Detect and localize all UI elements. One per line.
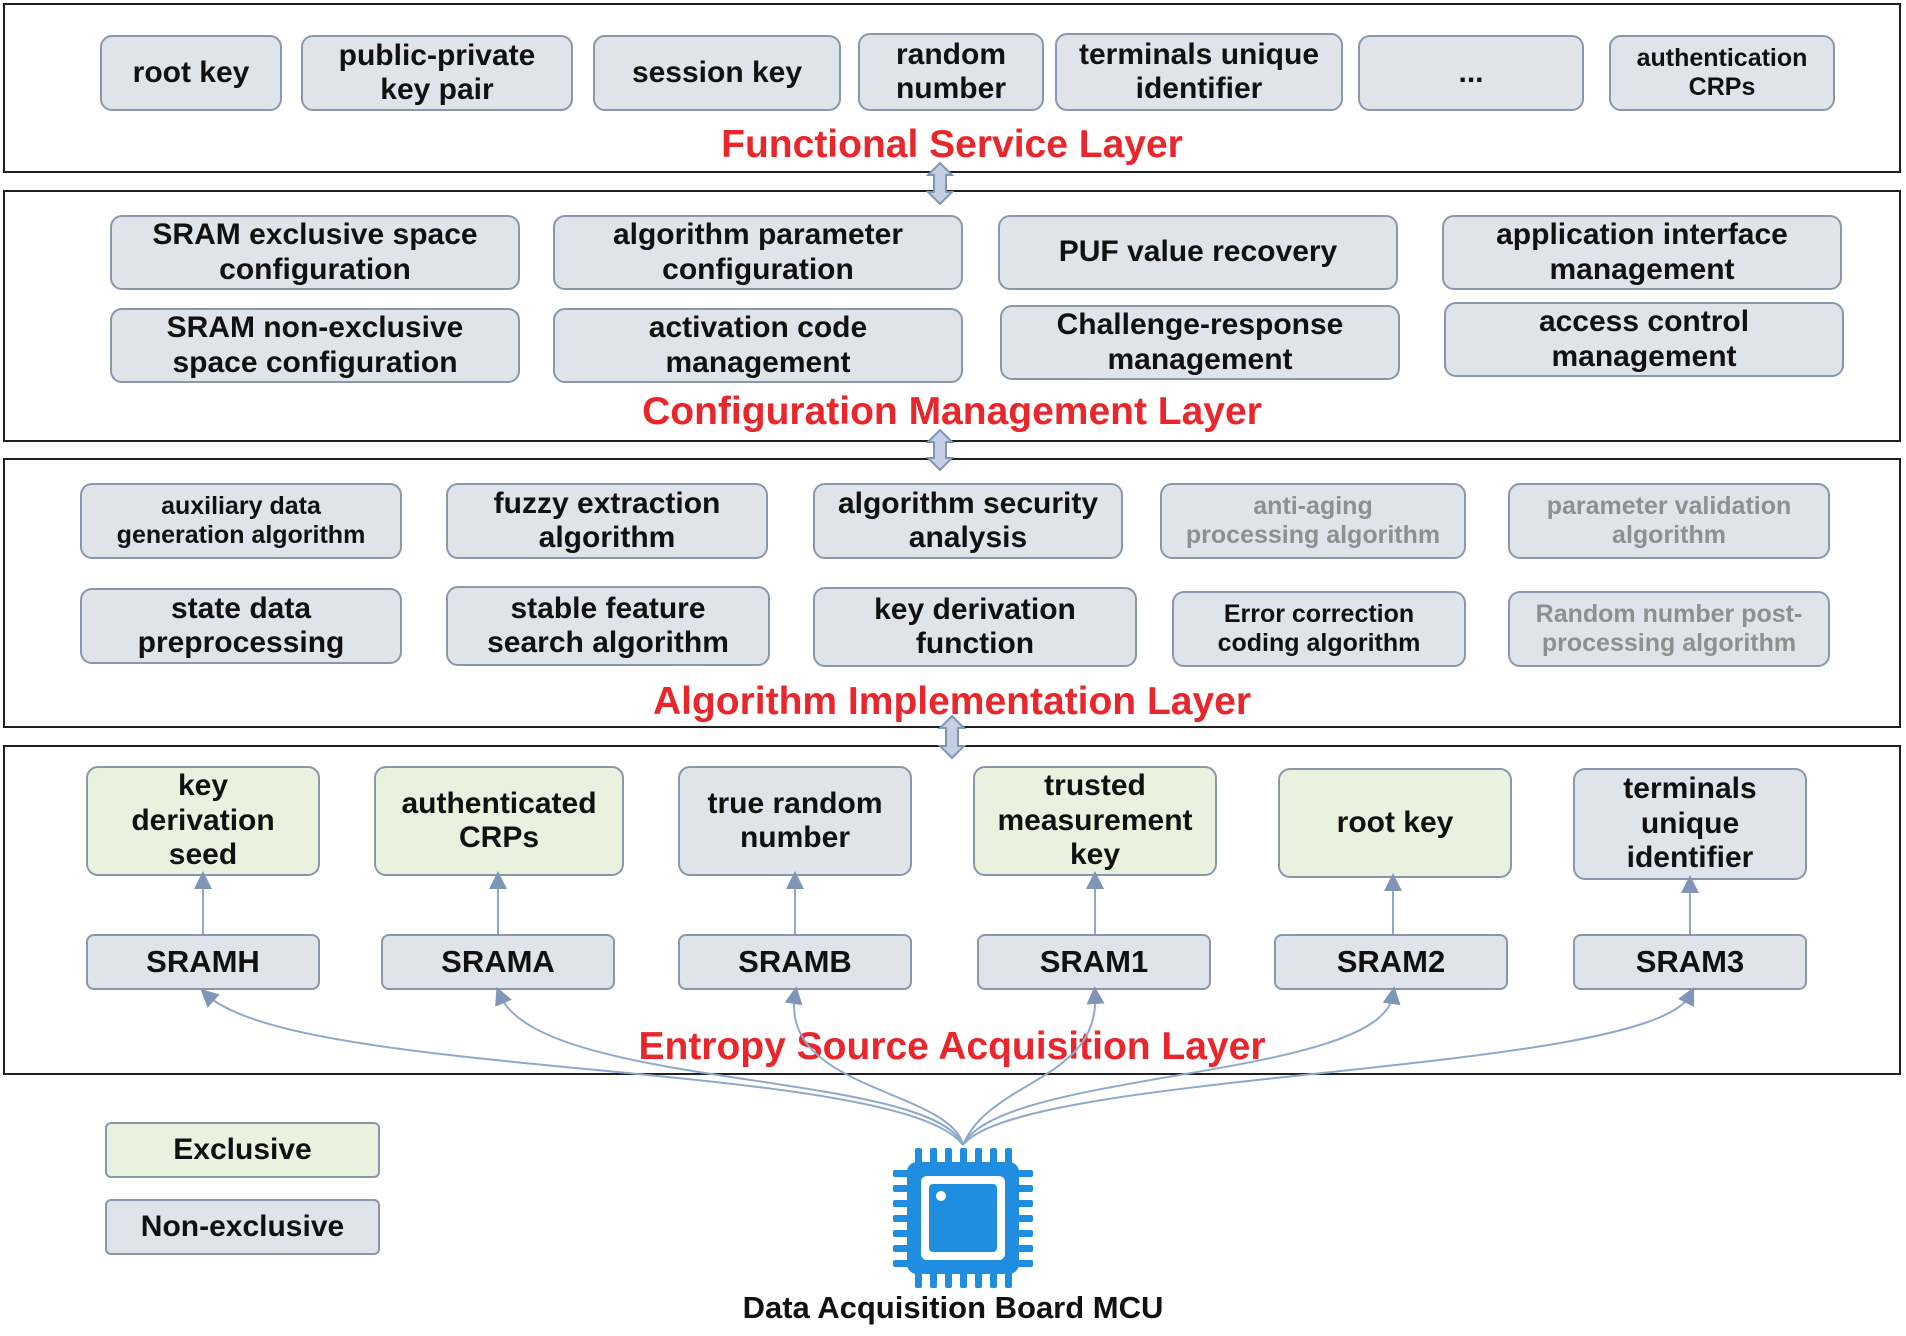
ai-anti-aging-processing: anti-aging processing algorithm	[1160, 483, 1466, 559]
sram-1: SRAM1	[977, 934, 1211, 990]
functional-service-layer-title: Functional Service Layer	[721, 123, 1183, 166]
ai-algorithm-security-analysis: algorithm security analysis	[813, 483, 1123, 559]
es-trusted-measurement-key: trusted measurement key	[973, 766, 1217, 876]
mcu-label: Data Acquisition Board MCU	[742, 1290, 1164, 1325]
fs-authentication-crps: authentication CRPs	[1609, 35, 1835, 111]
sram-2: SRAM2	[1274, 934, 1508, 990]
fs-session-key: session key	[593, 35, 841, 111]
legend-exclusive: Exclusive	[105, 1122, 380, 1178]
ai-state-data-preprocessing: state data preprocessing	[80, 588, 402, 664]
cm-challenge-response: Challenge-response management	[1000, 305, 1400, 380]
fs-terminals-unique-identifier: terminals unique identifier	[1055, 33, 1343, 111]
fs-root-key: root key	[100, 35, 282, 111]
cm-sram-non-exclusive-space: SRAM non-exclusive space configuration	[110, 308, 520, 383]
es-terminals-unique-identifier: terminals unique identifier	[1573, 768, 1807, 880]
configuration-management-layer-title: Configuration Management Layer	[642, 390, 1262, 433]
ai-stable-feature-search: stable feature search algorithm	[446, 586, 770, 666]
ai-auxiliary-data-generation: auxiliary data generation algorithm	[80, 483, 402, 559]
sram-3: SRAM3	[1573, 934, 1807, 990]
cm-sram-exclusive-space: SRAM exclusive space configuration	[110, 215, 520, 290]
entropy-source-acquisition-layer-title: Entropy Source Acquisition Layer	[638, 1025, 1266, 1068]
es-true-random-number: true random number	[678, 766, 912, 876]
ai-fuzzy-extraction: fuzzy extraction algorithm	[446, 483, 768, 559]
ai-key-derivation-function: key derivation function	[813, 587, 1137, 667]
ai-random-number-post-processing: Random number post- processing algorithm	[1508, 591, 1830, 667]
sram-b: SRAMB	[678, 934, 912, 990]
sram-h: SRAMH	[86, 934, 320, 990]
es-root-key: root key	[1278, 768, 1512, 878]
fs-random-number: random number	[858, 33, 1044, 111]
legend-non-exclusive: Non-exclusive	[105, 1199, 380, 1255]
algorithm-implementation-layer-title: Algorithm Implementation Layer	[652, 680, 1252, 723]
cm-algorithm-parameter: algorithm parameter configuration	[553, 215, 963, 290]
fs-public-private-key-pair: public-private key pair	[301, 35, 573, 111]
es-authenticated-crps: authenticated CRPs	[374, 766, 624, 876]
es-key-derivation-seed: key derivation seed	[86, 766, 320, 876]
cm-access-control: access control management	[1444, 302, 1844, 377]
cm-application-interface: application interface management	[1442, 215, 1842, 290]
ai-parameter-validation: parameter validation algorithm	[1508, 483, 1830, 559]
mcu-chip-icon	[893, 1148, 1033, 1288]
cm-puf-value-recovery: PUF value recovery	[998, 215, 1398, 290]
cm-activation-code: activation code management	[553, 308, 963, 383]
sram-a: SRAMA	[381, 934, 615, 990]
fs-ellipsis: ...	[1358, 35, 1584, 111]
ai-error-correction-coding: Error correction coding algorithm	[1172, 591, 1466, 667]
